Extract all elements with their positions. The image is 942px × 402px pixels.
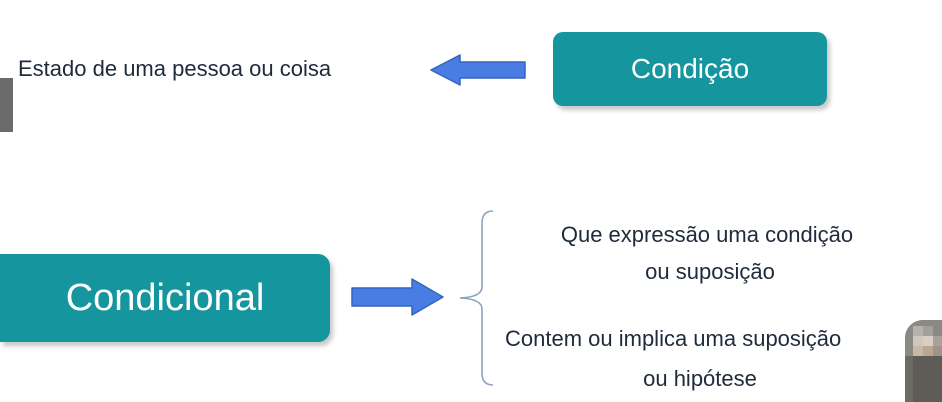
condicional-box: Condicional [0, 254, 330, 342]
curly-brace [459, 210, 494, 386]
condicional-definition-1b: ou suposição [645, 259, 775, 284]
webcam-overlay [905, 320, 942, 402]
condicional-definition-2a: Contem ou implica uma suposição [505, 326, 842, 351]
left-edge-bar [0, 78, 13, 132]
arrow-right-icon [351, 278, 444, 316]
arrow-left-icon [430, 54, 526, 86]
condicao-definition: Estado de uma pessoa ou coisa [18, 56, 332, 81]
condicional-definition-1a: Que expressão uma condição [560, 222, 854, 247]
condicao-box: Condição [553, 32, 827, 106]
condicional-definition-2b: ou hipótese [643, 366, 757, 391]
